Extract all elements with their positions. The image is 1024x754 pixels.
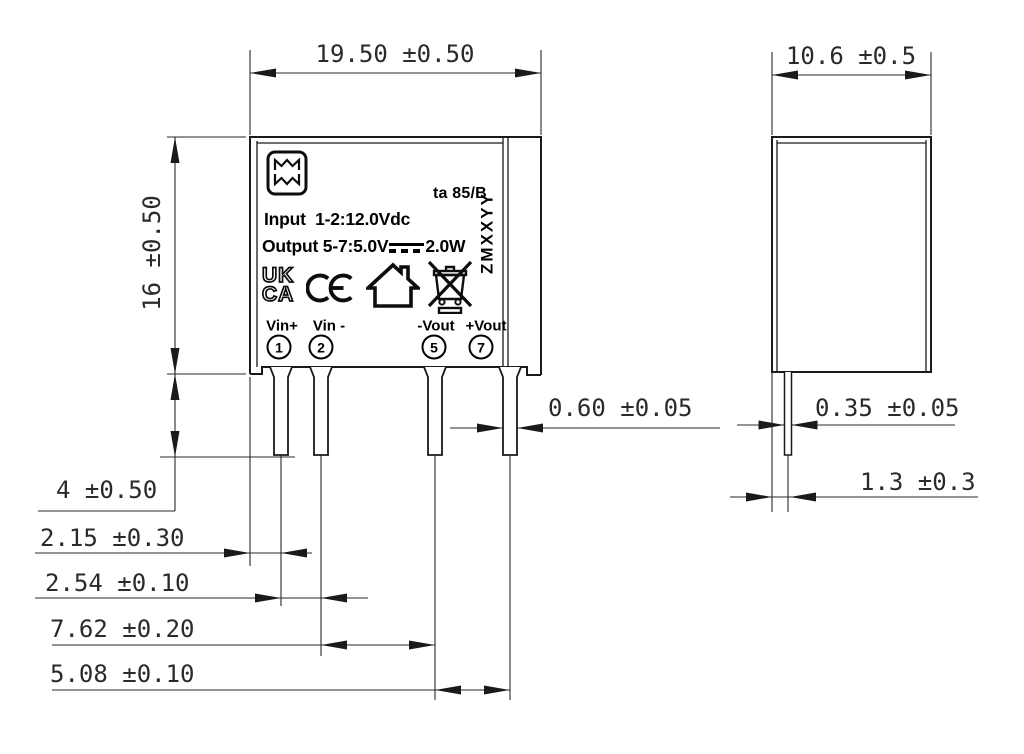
ukca-line1: UK (261, 264, 295, 287)
front-view-outline (249, 136, 542, 376)
dim-front-width: 19.50 ±0.50 (315, 40, 475, 68)
ukca-mark-icon: UK CA (261, 264, 295, 306)
pin2-name-label: Vin - (312, 317, 346, 335)
dim-front-height: 16 ±0.50 (138, 195, 166, 311)
pin5-name-label: -Vout (417, 317, 455, 335)
side-view-outline (771, 136, 932, 373)
dim-pitch-pin2-pin5: 7.62 ±0.20 (50, 615, 195, 643)
input-rating-label: Input 1-2:12.0Vdc (264, 209, 411, 229)
pin2-number-badge: 2 (308, 334, 334, 360)
dimension-lines (35, 50, 978, 700)
serial-code-label: ZMXXYY (477, 192, 497, 274)
front-view-pins (269, 366, 522, 456)
pin7-name-label: +Vout (465, 317, 507, 335)
indoor-use-house-icon (366, 262, 420, 308)
dim-pitch-pin1-pin2: 2.54 ±0.10 (45, 569, 190, 597)
output-rating-text: Output 5-7:5.0V (262, 236, 389, 256)
dim-pitch-pin5-pin7: 5.08 ±0.10 (50, 660, 195, 688)
meanwell-logo-icon (266, 150, 308, 196)
dim-edge-to-pin-side: 1.3 ±0.3 (860, 468, 976, 496)
ce-mark-icon (306, 273, 353, 303)
dim-edge-to-pin1: 2.15 ±0.30 (40, 524, 185, 552)
weee-crossed-bin-icon (427, 260, 473, 314)
side-view-pin (783, 372, 793, 456)
output-rating-label: Output 5-7:5.0V 2.0W (262, 236, 466, 256)
dim-pin-length: 4 ±0.50 (56, 476, 158, 504)
dim-side-depth: 10.6 ±0.5 (785, 42, 917, 70)
dc-voltage-icon (389, 243, 425, 253)
pin7-number-badge: 7 (468, 334, 494, 360)
pin1-name-label: Vin+ (266, 317, 298, 335)
dim-pin-thickness: 0.35 ±0.05 (815, 394, 960, 422)
output-power-text: 2.0W (425, 236, 466, 256)
dim-pin-width: 0.60 ±0.05 (548, 394, 693, 422)
model-label: ta 85/B (433, 185, 487, 202)
pin5-number-badge: 5 (421, 334, 447, 360)
pin1-number-badge: 1 (266, 334, 292, 360)
dimension-arrows (170, 68, 931, 695)
ukca-line2: CA (261, 283, 295, 306)
